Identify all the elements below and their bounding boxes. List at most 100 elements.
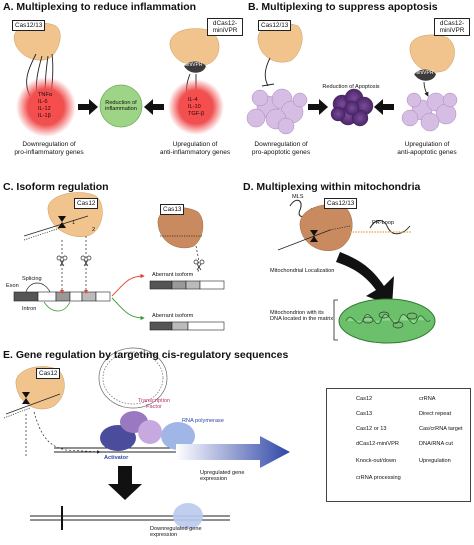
panel-b-title: B. Multiplexing to suppress apoptosis	[248, 1, 438, 13]
cas-label-a-right-l2: miniVPR	[212, 27, 238, 34]
caption-a-left-l1: Downregulation of	[22, 141, 76, 148]
down-caption-l2: expression	[150, 532, 178, 539]
reduction-inflammation-circle	[99, 84, 143, 128]
inhibit-b-left	[264, 57, 271, 87]
scissors-icon-c1	[56, 255, 68, 267]
legend-target: Cas/crRNA target	[419, 426, 463, 432]
legend-cut: DNA/RNA cut	[419, 441, 453, 447]
scissors-icon-c3	[193, 259, 205, 271]
cut-marks-c	[60, 290, 88, 294]
caption-b-left-l2: pro-apoptotic genes	[251, 148, 311, 156]
pro-gene-3: IL-1β	[38, 113, 51, 119]
red-arrow-c	[111, 273, 145, 297]
upregulated-caption: Upregulated gene expression	[200, 470, 244, 483]
rnapol-label: RNA polymerase	[182, 418, 224, 424]
mito-caption: Mitochondrion with its DNA located in th…	[270, 310, 333, 323]
tf-label-l1: Transcription	[137, 398, 171, 404]
minivpr-a	[184, 61, 206, 73]
down-caption-l1: Downregulated gene	[150, 526, 202, 532]
reduction-inflammation-label: Reduction of inflammation	[101, 100, 141, 113]
hourglass-icon-e	[22, 392, 30, 404]
localization-arrow	[336, 252, 394, 306]
rna-polymerase-down	[173, 503, 203, 529]
legend-dcas12-minivpr: dCas12-miniVPR	[356, 441, 399, 447]
caption-b-right-l1: Upregulation of	[404, 141, 450, 148]
legend-cas13: Cas13	[356, 411, 373, 417]
hourglass-icon-c	[58, 216, 66, 228]
crrna-c	[23, 215, 89, 241]
apoptosis-cluster-center	[330, 88, 374, 127]
green-arrow-c	[111, 297, 145, 321]
cas-label-b-left: Cas12/13	[258, 20, 292, 31]
localization-label: Mitochondrial Localization	[270, 268, 335, 274]
splicing-arc-green	[43, 301, 71, 312]
center-a-l2: inflammation	[105, 106, 137, 113]
target-dash-e1	[33, 411, 101, 454]
caption-b-left-l1: Downregulation of	[254, 141, 308, 148]
mito-caption-l1: Mitochondrion with its	[270, 310, 324, 316]
cas12-label-e: Cas12	[36, 368, 61, 379]
arrows-to-center-a	[78, 99, 164, 115]
cas12-label-c: Cas12	[74, 198, 99, 209]
label-2-c: 2	[92, 227, 96, 233]
panel-e-title: E. Gene regulation by targeting cis-regu…	[3, 349, 289, 361]
inflamed-cell-a	[16, 77, 76, 137]
caption-a-left-l2: pro-inflammatory genes	[14, 148, 84, 156]
crrna-e	[3, 393, 61, 419]
cas-label-a-right-l1: dCas12-	[212, 20, 238, 27]
legend-cas12: Cas12	[356, 396, 373, 402]
up-caption-l1: Upregulated gene	[200, 470, 245, 476]
up-caption-l2: expression	[200, 476, 228, 483]
reduction-apoptosis-label: Reduction of Apoptosis	[322, 84, 380, 90]
legend-direct-repeat: Direct repeat	[419, 411, 452, 417]
cas13-label-c: Cas13	[160, 204, 185, 215]
caption-a-right: Upregulation of anti-inflammatory genes	[150, 141, 240, 156]
cas-label-a-left: Cas12/13	[12, 20, 46, 31]
target-dashes-c	[61, 236, 87, 290]
legend-cas12-or-13: Cas12 or 13	[356, 426, 387, 432]
tf-label-l2: Factor	[146, 404, 162, 411]
legend-crrna: crRNA	[419, 396, 436, 402]
tf-label: Transcription Factor	[134, 398, 174, 411]
exon-label: Exon	[6, 283, 19, 289]
caption-a-left: Downregulation of pro-inflammatory genes	[6, 141, 92, 156]
arrows-to-center-b	[308, 99, 394, 115]
apoptotic-cell-b-right	[401, 92, 458, 132]
cas-blob-d	[299, 204, 353, 251]
intron-label: Intron	[22, 306, 37, 312]
panel-d-title: D. Multiplexing within mitochondria	[243, 181, 421, 193]
cas-label-b-right-l1: dCas12-	[439, 20, 465, 27]
bracket-d	[333, 299, 338, 341]
minivpr-label-b: miniVPR	[414, 70, 434, 76]
down-arrow-e	[108, 466, 142, 500]
pro-gene-2: IL-12	[38, 106, 51, 112]
tf-blob-2	[138, 420, 162, 444]
label-1-c: 1	[72, 220, 76, 226]
mitochondrion	[338, 298, 436, 344]
mls-label: MLS	[292, 194, 304, 200]
panel-a-title: A. Multiplexing to reduce inflammation	[3, 1, 197, 13]
legend-box: Cas12 Cas13 Cas12 or 13 dCas12-miniVPR K…	[326, 388, 471, 502]
cas-label-d: Cas12/13	[324, 198, 358, 209]
legend-upregulation: Upregulation	[419, 458, 451, 464]
upregulation-arrow	[176, 436, 290, 468]
dna-loop	[98, 347, 168, 409]
isoform-bar-1	[149, 280, 225, 290]
legend-crrna-processing: crRNA processing	[356, 475, 401, 481]
splicing-label: Splicing	[22, 276, 42, 282]
inflamed-cell-a-right	[168, 79, 224, 135]
caption-b-right: Upregulation of anti-apoptotic genes	[384, 141, 470, 156]
scissors-icon-c2	[80, 255, 92, 267]
cas-label-b-right: dCas12- miniVPR	[434, 18, 470, 36]
isoform-bar-2	[149, 321, 225, 331]
downregulated-caption: Downregulated gene expression	[150, 526, 202, 539]
minivpr-label-a: miniVPR	[183, 62, 203, 68]
anti-gene-2: TGF-β	[188, 111, 205, 117]
pro-gene-1: IL-6	[38, 99, 48, 105]
apoptotic-cell-b-left	[246, 88, 308, 135]
mito-caption-l2: DNA located in the matrix	[270, 316, 334, 323]
activator-label: Activator	[104, 455, 129, 461]
caption-a-right-l1: Upregulation of	[172, 141, 218, 148]
caption-a-right-l2: anti-inflammatory genes	[159, 148, 231, 156]
legend-knockdown: Knock-out/down	[356, 458, 397, 464]
